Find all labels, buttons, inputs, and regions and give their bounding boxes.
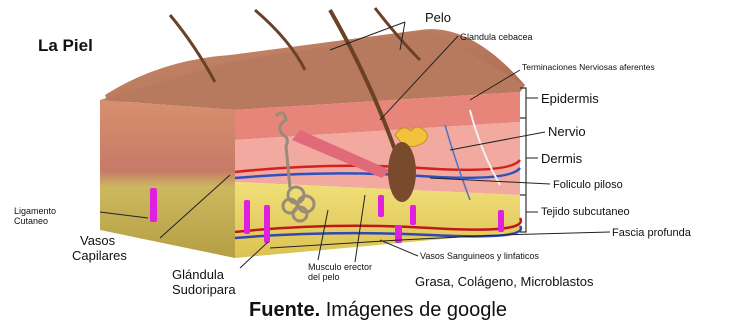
hair-follicle [388,142,416,202]
label-musculo-2: del pelo [308,272,340,282]
label-fascia: Fascia profunda [612,227,692,239]
label-ligamento-1: Ligamento [14,206,56,216]
label-vasos-cap-1: Vasos [80,233,116,248]
label-grasa: Grasa, Colágeno, Microblastos [415,274,594,289]
skin-side-face [100,100,235,258]
label-epidermis: Epidermis [541,91,599,106]
label-vasos-cap-2: Capilares [72,248,127,263]
layer-bracket [520,88,526,232]
label-nervio: Nervio [548,124,586,139]
subcutaneous-layer [235,182,520,258]
page-title: La Piel [38,36,93,55]
skin-diagram: La Piel [0,0,756,300]
label-glandula-sud-2: Sudoripara [172,282,236,297]
label-pelo: Pelo [425,10,451,25]
label-foliculo: Foliculo piloso [553,179,623,191]
caption-source-label: Fuente. [249,299,320,321]
label-terminaciones: Terminaciones Nerviosas aferentes [522,62,655,72]
caption-source-text: Imágenes de google [320,299,507,321]
label-ligamento-2: Cutaneo [14,216,48,226]
label-dermis: Dermis [541,151,583,166]
label-glandula-cebacea: Glandula cebacea [460,32,533,42]
label-vasos-sanguineos: Vasos Sanguineos y linfaticos [420,251,539,261]
label-musculo-1: Musculo erector [308,262,372,272]
figure-caption: Fuente. Imágenes de google [0,299,756,322]
label-tejido: Tejido subcutaneo [541,206,630,218]
label-glandula-sud-1: Glándula [172,267,225,282]
